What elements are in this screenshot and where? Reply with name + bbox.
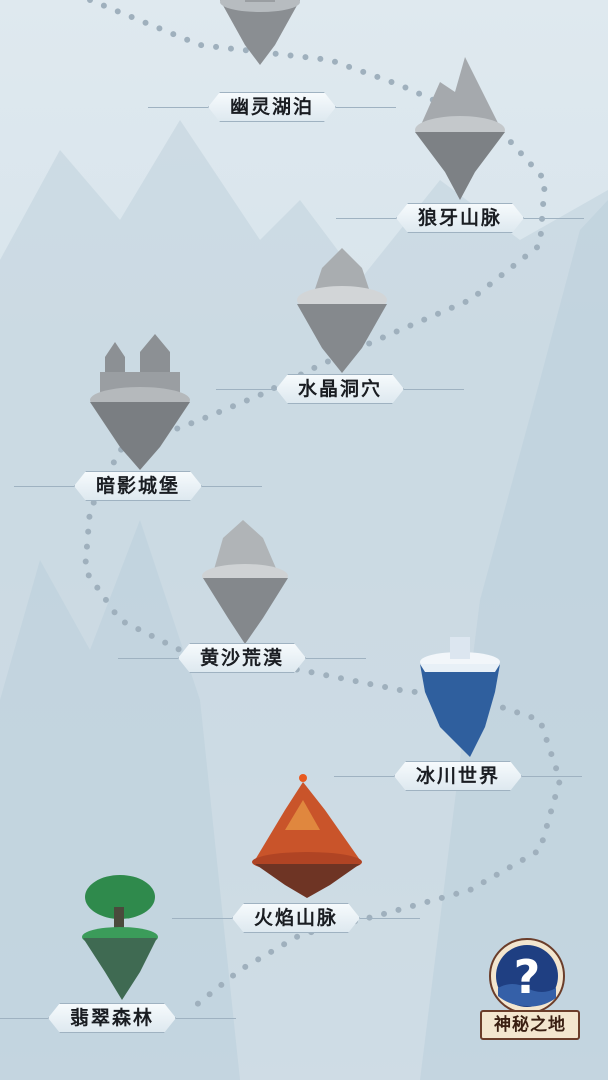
level-name: 狼牙山脉 [396,203,524,233]
level-name: 冰川世界 [394,761,522,791]
svg-text:?: ? [514,950,541,1004]
island-ghost-lake[interactable] [215,0,305,70]
island-emerald-forest[interactable] [80,872,160,1002]
level-wolf-fang-mountains-button[interactable]: 狼牙山脉 [335,201,585,235]
island-yellow-sand-desert[interactable] [198,518,293,646]
mystery-land-label: 神秘之地 [480,1010,580,1040]
level-glacier-world-button[interactable]: 冰川世界 [333,759,583,793]
level-name: 暗影城堡 [74,471,202,501]
level-yellow-sand-desert-button[interactable]: 黄沙荒漠 [117,641,367,675]
level-name: 黄沙荒漠 [178,643,306,673]
level-crystal-cave-button[interactable]: 水晶洞穴 [215,372,465,406]
level-name: 水晶洞穴 [276,374,404,404]
level-flame-mountains-button[interactable]: 火焰山脉 [171,901,421,935]
island-flame-mountains[interactable] [245,770,370,900]
level-shadow-castle-button[interactable]: 暗影城堡 [13,469,263,503]
level-path [81,0,564,1013]
mystery-land-button[interactable]: ? 神秘之地 [472,938,582,1042]
island-wolf-fang-mountains[interactable] [410,52,510,202]
level-name: 幽灵湖泊 [208,92,336,122]
level-name: 翡翠森林 [48,1003,176,1033]
island-shadow-castle[interactable] [85,332,195,472]
level-name: 火焰山脉 [232,903,360,933]
island-glacier-world[interactable] [415,632,505,762]
question-mark-icon: ? [489,938,565,1014]
level-emerald-forest-button[interactable]: 翡翠森林 [0,1001,237,1035]
level-ghost-lake-button[interactable]: 幽灵湖泊 [147,90,397,124]
island-crystal-cave[interactable] [292,238,392,378]
